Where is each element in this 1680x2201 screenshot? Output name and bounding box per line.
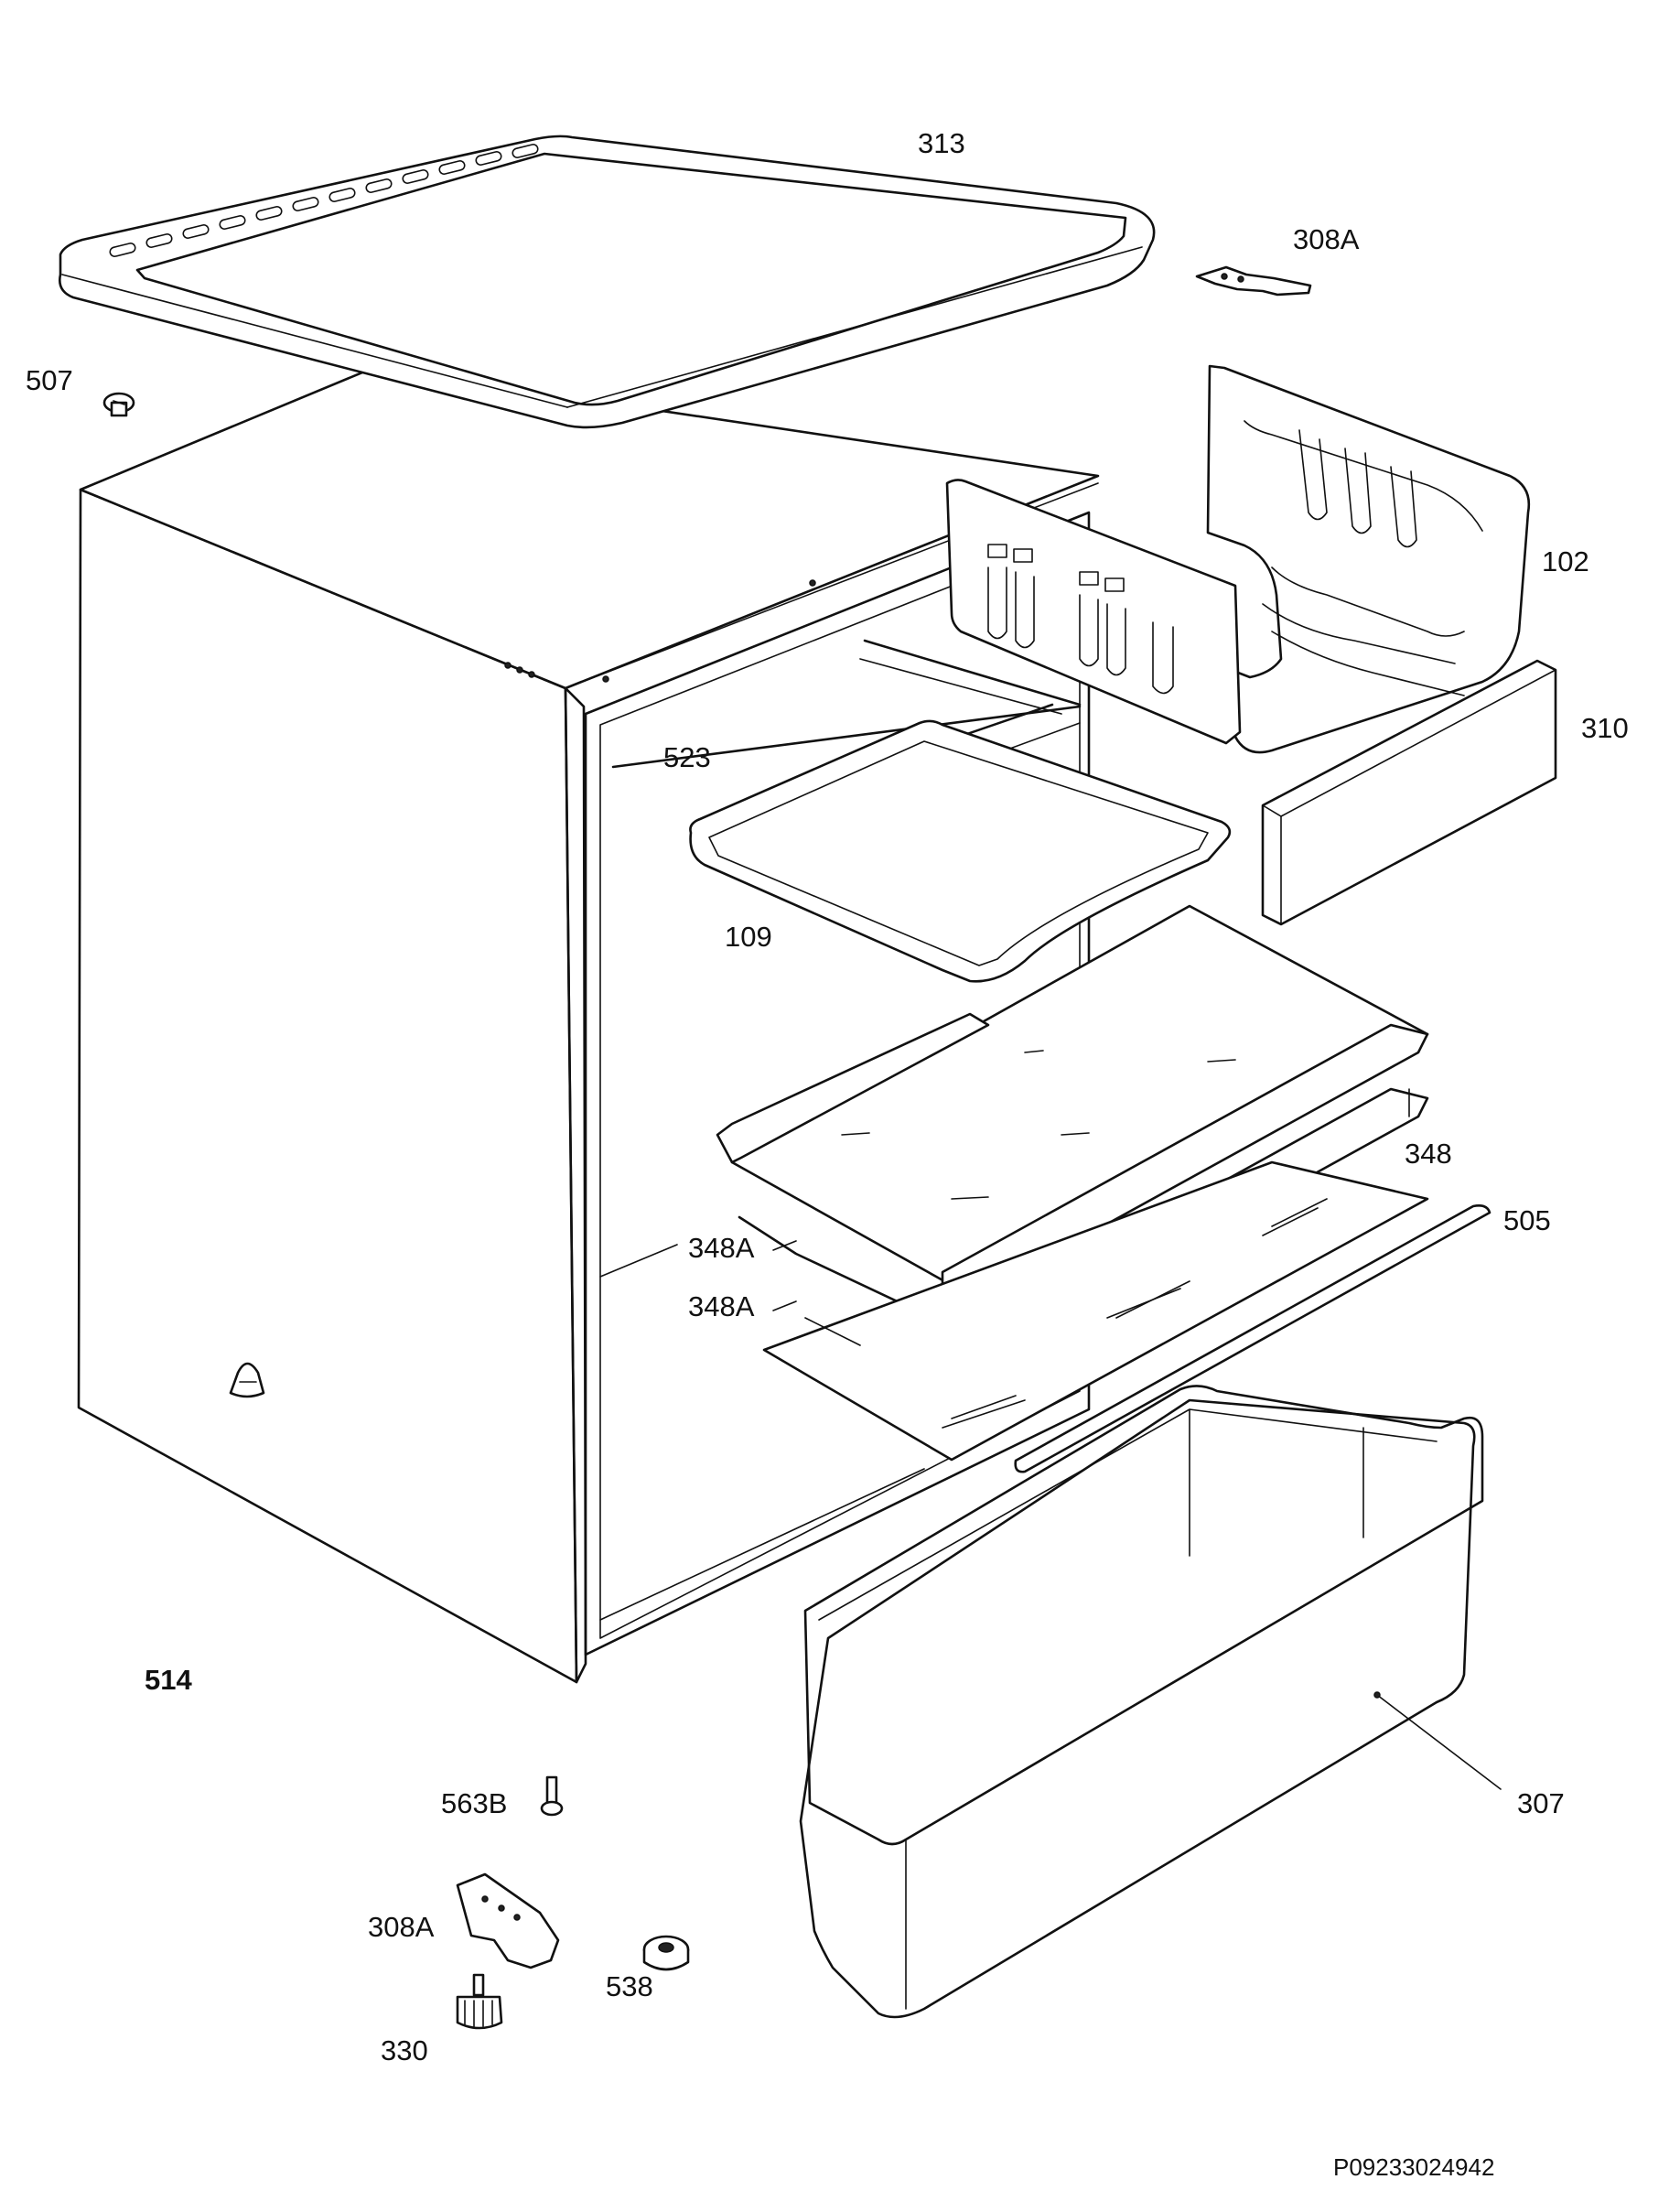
drip-tray-frame [689, 719, 1232, 983]
screw-563b [540, 1775, 564, 1817]
freezer-flap [1261, 659, 1557, 926]
top-cover [59, 135, 1156, 429]
cabinet-body [77, 366, 1100, 1684]
hinge-bottom [456, 1872, 560, 1969]
label-348: 348 [1405, 1138, 1452, 1170]
label-505: 505 [1503, 1204, 1551, 1236]
reference-code: P09233024942 [1333, 2153, 1495, 2181]
vent-slots [109, 144, 539, 257]
label-330: 330 [381, 2034, 428, 2066]
label-109: 109 [725, 921, 772, 953]
shelf-upper [716, 904, 1429, 1302]
crisper-drawer [799, 1385, 1502, 2019]
glass-plate [762, 1160, 1429, 1462]
label-308a-bottom: 308A [368, 1911, 435, 1943]
label-102: 102 [1542, 545, 1589, 577]
label-307: 307 [1517, 1787, 1565, 1819]
hinge-top [1195, 265, 1312, 297]
label-348a-2: 348A [688, 1290, 755, 1322]
label-563b: 563B [441, 1787, 508, 1819]
label-507: 507 [26, 364, 73, 396]
foot-514 [229, 1362, 265, 1398]
evaporator-channels [987, 429, 1465, 696]
bushing-538 [642, 1935, 690, 1971]
label-308a-top: 308A [1293, 223, 1360, 255]
label-348a-1: 348A [688, 1232, 755, 1264]
screw-507 [102, 392, 135, 417]
label-523: 523 [663, 741, 711, 773]
label-538: 538 [606, 1970, 653, 2002]
freezer-compartment [945, 364, 1531, 754]
label-313: 313 [918, 127, 965, 159]
glass-hatching [804, 1198, 1328, 1429]
label-310: 310 [1581, 712, 1629, 744]
adjustable-foot-330 [456, 1973, 503, 2030]
glass-reflections [841, 1050, 1236, 1200]
rail-505 [1014, 1204, 1492, 1473]
label-514: 514 [145, 1664, 192, 1696]
